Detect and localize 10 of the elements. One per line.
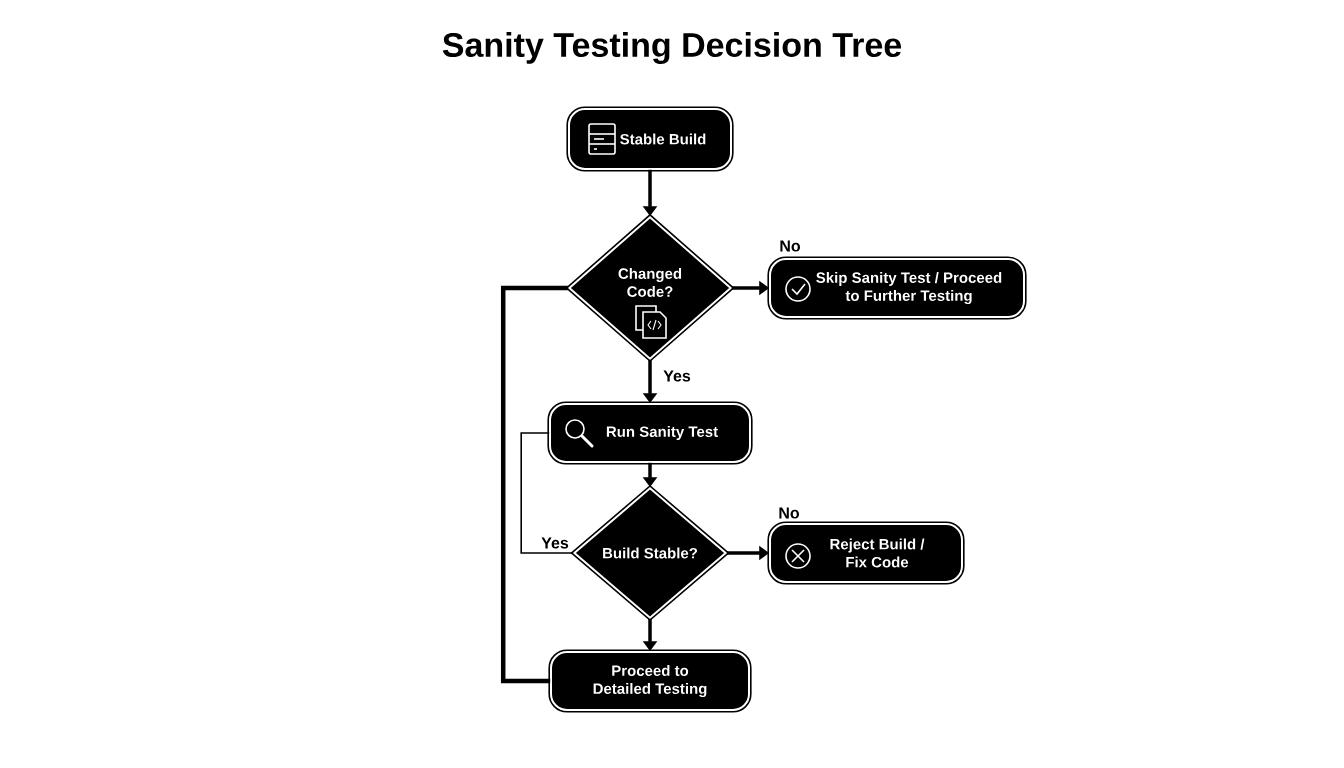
process-box: Skip Sanity Test / Proceed to Further Testing	[767, 256, 1027, 320]
process-box: Proceed to Detailed Testing	[548, 649, 752, 713]
edge-label: Yes	[662, 369, 692, 383]
edge-label: Yes	[540, 536, 570, 550]
edge-label: No	[778, 239, 802, 253]
edge-label: No	[777, 506, 801, 520]
process-box: Reject Build / Fix Code	[767, 521, 965, 585]
title: Sanity Testing Decision Tree	[442, 32, 902, 64]
process-box: Run Sanity Test	[547, 401, 753, 465]
process-box: Stable Build	[566, 106, 734, 172]
